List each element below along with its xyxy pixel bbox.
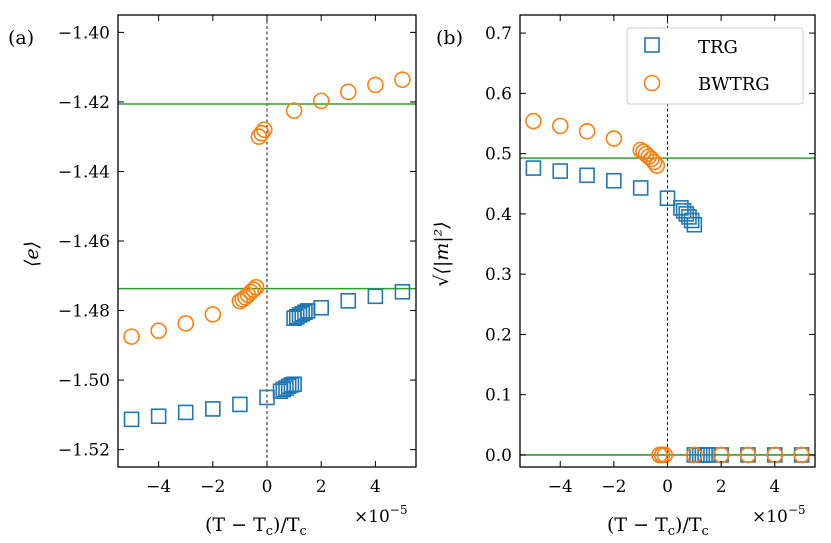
- panel-a-trg-point: [313, 299, 329, 316]
- panel-a-ytick-label: −1.48: [58, 302, 110, 322]
- panel-b-data-area: [520, 15, 815, 467]
- panel-a-xlabel: (T − Tc)/Tc: [205, 514, 307, 539]
- panel-b-bwtrg-point: [686, 446, 703, 464]
- panel-b-bwtrg-point: [645, 153, 663, 171]
- panel-b-trg-point: [686, 216, 703, 233]
- panel-a-bwtrg-point: [177, 315, 195, 332]
- panel-a-trg-point: [394, 283, 411, 300]
- circle-icon: [643, 74, 661, 92]
- panel-a-trg-point: [297, 304, 313, 321]
- panel-b-ytick-label: 0.1: [485, 386, 512, 406]
- legend-bwtrg-label: BWTRG: [698, 74, 770, 95]
- panel-a-ytick-label: −1.40: [58, 23, 110, 43]
- panel-a-ytick-label: −1.50: [58, 371, 110, 391]
- panel-a-plot: −4 −2 0 2 4 −1.40 −1.42 −1.44 −1.46 −1.48 −1.50 −1.…: [58, 14, 417, 497]
- legend-trg-label: TRG: [698, 37, 738, 58]
- panel-a-x-multiplier: ×10−5: [354, 503, 408, 527]
- panel-b-trg-point: [683, 212, 700, 229]
- panel-b-label: (b): [436, 27, 463, 49]
- panel-b-xtick-label: −4: [548, 477, 573, 497]
- panel-a-bwtrg-point: [285, 102, 303, 119]
- panel-b-ytick-label: 0.2: [485, 325, 512, 345]
- panel-b-ytick-label: 0.5: [485, 145, 512, 165]
- panel-b-ytick-label: 0.6: [485, 84, 512, 104]
- panel-a-trg-point: [278, 380, 294, 396]
- panel-b-bwtrg-point: [656, 446, 674, 464]
- panel-a-trg-point: [291, 307, 308, 323]
- panel-a-trg-point: [205, 401, 221, 417]
- panel-b-trg-point: [632, 180, 649, 196]
- panel-b-ytick-label: 0.7: [485, 24, 512, 44]
- panel-b-ytick-label: 0.0: [485, 446, 512, 466]
- panel-b-bwtrg-point: [739, 446, 757, 464]
- panel-a-bwtrg-point: [367, 76, 384, 94]
- panel-b-trg-point: [675, 203, 692, 219]
- square-icon: [644, 37, 660, 53]
- panel-b-plot: −4 −2 0 2 4 0.0 0.1 0.2 0.3 0.4 0.5 0.6 0.7: [485, 14, 816, 497]
- panel-a-bwtrg-point: [253, 124, 270, 142]
- panel-b-bwtrg-point: [551, 117, 569, 135]
- panel-b-bwtrg-point: [578, 123, 596, 140]
- panel-a-bwtrg-point: [312, 92, 330, 110]
- panel-a-ylabel: ⟨e⟩: [21, 241, 43, 267]
- panel-a-trg-point: [275, 381, 292, 398]
- panel-a-bwtrg-point: [123, 328, 140, 345]
- panel-b-bwtrg-point: [525, 112, 542, 130]
- panel-b-xlabel: (T − Tc)/Tc: [607, 514, 709, 539]
- panel-a-trg-point: [340, 293, 357, 309]
- legend-frame: [626, 27, 804, 105]
- panel-a-trg-point: [280, 378, 297, 395]
- panel-a-trg-point: [177, 404, 194, 421]
- panel-b-trg-point: [552, 163, 569, 179]
- panel-a-data-area: [118, 15, 416, 467]
- panel-b-ylabel: √⟨|m|²⟩: [431, 221, 453, 286]
- panel-a-trg-point: [232, 396, 248, 413]
- panel-b-trg-point: [681, 209, 697, 225]
- panel-b-ytick-label: 0.4: [485, 205, 512, 225]
- panel-b-bwtrg-point: [648, 157, 666, 174]
- legend: TRG BWTRG: [626, 27, 804, 105]
- panel-a-trg-point: [150, 408, 167, 425]
- panel-a-xtick-label: −2: [200, 477, 225, 497]
- panel-a-trg-point: [286, 376, 302, 393]
- panel-a-bwtrg-point: [255, 121, 273, 139]
- panel-a-bwtrg-point: [150, 322, 167, 340]
- panel-b-xtick-label: 2: [716, 477, 727, 497]
- panel-a-trg-point: [123, 411, 140, 428]
- panel-a-bwtrg-point: [204, 306, 222, 323]
- panel-a-bwtrg-point: [394, 71, 411, 88]
- panel-b-xtick-label: 4: [769, 477, 780, 497]
- panel-b-trg-point: [579, 167, 595, 184]
- panel-b-bwtrg-point: [605, 130, 623, 147]
- panel-b-xtick-label: −2: [601, 477, 626, 497]
- panel-a-xtick-label: −4: [146, 477, 171, 497]
- panel-b-x-multiplier: ×10−5: [752, 503, 806, 527]
- panel-a-bwtrg-point: [245, 281, 262, 298]
- panel-b-trg-point: [525, 160, 542, 176]
- panel-a-ytick-label: −1.52: [58, 441, 110, 461]
- panel-b-xtick-label: 0: [662, 477, 673, 497]
- panel-b-trg-point: [606, 172, 622, 189]
- panel-a-trg-point: [288, 308, 305, 325]
- panel-a-trg-point: [367, 288, 384, 305]
- panel-a-bwtrg-point: [339, 83, 357, 101]
- panel-b-ytick-label: 0.3: [485, 265, 512, 285]
- panel-a-ytick-label: −1.44: [58, 162, 110, 182]
- panel-a-xtick-label: 4: [370, 477, 381, 497]
- panel-a-ytick-label: −1.42: [58, 93, 110, 113]
- panel-a-bwtrg-point: [242, 283, 260, 301]
- panel-b-trg-point: [659, 190, 676, 207]
- panel-a-xtick-label: 0: [262, 477, 273, 497]
- panel-a-ytick-label: −1.46: [58, 232, 110, 252]
- panel-a-xtick-label: 2: [316, 477, 327, 497]
- panel-a-label: (a): [8, 27, 34, 49]
- panel-b-trg-point: [673, 200, 689, 216]
- panel-a-bwtrg-point: [247, 278, 265, 296]
- panel-a-trg-point: [294, 305, 311, 322]
